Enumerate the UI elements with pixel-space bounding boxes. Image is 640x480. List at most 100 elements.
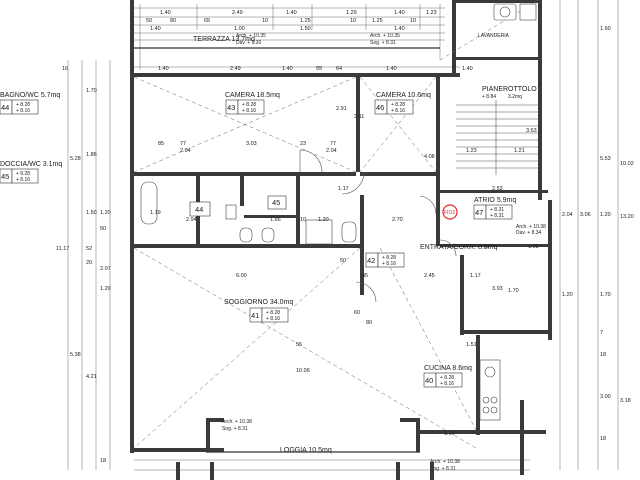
dim-inner-34: 1.17	[338, 186, 349, 192]
dim-right-9: 3.00	[600, 394, 611, 400]
dim-inner-21: 2.45	[424, 273, 435, 279]
dim-top-r4-1: 1.40	[158, 66, 169, 72]
atrio-quota-a: + 8.31	[490, 207, 504, 213]
dim-top-r2-4: 10	[262, 18, 268, 24]
dim-top-r2-6: 10	[350, 18, 356, 24]
dim-inner-24: 60	[354, 310, 360, 316]
dim-top-5: 1.40	[394, 10, 405, 16]
bath-44-number: 44	[195, 205, 203, 214]
dim-inner-3: 3.03	[246, 141, 257, 147]
room-label-camera-1: CAMERA 18.5mq	[225, 92, 280, 99]
dim-top-1: 1.40	[160, 10, 171, 16]
dim-inner-11: 2.94	[186, 217, 197, 223]
dim-left-8: 4.21	[86, 374, 97, 380]
dim-top-r2-8: 10	[410, 18, 416, 24]
dim-right-13: 7	[600, 330, 603, 336]
dim-inner-16: 57	[484, 244, 490, 250]
dim-inner-8: 1.21	[514, 148, 525, 154]
dim-left-10: 52	[86, 246, 92, 252]
atrio-number: 47	[475, 208, 483, 217]
dim-left-1: 1.70	[86, 88, 97, 94]
dim-inner-33: 4.08	[424, 154, 435, 160]
dim-inner-2: 2.04	[180, 148, 191, 154]
dim-inner-17: 1.08	[528, 244, 539, 250]
dim-top-r4-6: 1.40	[386, 66, 397, 72]
dim-left-12: 1.20	[100, 286, 111, 292]
dim-inner-12: 1.66	[270, 217, 281, 223]
laundry-fixtures	[493, 3, 537, 21]
dim-right-1: 10.02	[620, 161, 634, 167]
dim-top-r2-5: 1.25	[300, 18, 311, 24]
dim-top-3: 1.40	[286, 10, 297, 16]
bagno-quota-a: + 8.28	[16, 102, 30, 108]
dav-top-label: Dav. + 9.20	[236, 40, 262, 46]
dim-inner-23: 1.70	[508, 288, 519, 294]
room-label-atrio: ATRIO 5.9mq	[474, 197, 516, 204]
door-swings	[299, 149, 457, 303]
soggiorno-number: 41	[251, 311, 259, 320]
room-label-doccia: DOCCIA/WC 3.1mq	[0, 161, 62, 168]
dim-top-r2-3: 65	[204, 18, 210, 24]
camera-2-quota-b: + 8.16	[391, 108, 405, 114]
dim-top-r3-4: 1.40	[394, 26, 405, 32]
dim-top-6: 1.23	[426, 10, 437, 16]
room-label-soggiorno: SOGGIORNO 34.0mq	[224, 299, 293, 306]
dim-inner-25: 80	[366, 320, 372, 326]
dim-inner-20: 45	[362, 273, 368, 279]
sog-loggia-label: Sog. + 8.31	[430, 466, 456, 472]
camera-1-quota-b: + 8.16	[242, 108, 256, 114]
dim-inner-31: 2.91	[336, 106, 347, 112]
dim-left-3: 1.86	[86, 152, 97, 158]
doccia-quota-b: + 8.16	[16, 177, 30, 183]
arch-top2-label: Arch. + 10.35	[370, 33, 400, 39]
dim-inner-5: 77	[330, 141, 336, 147]
sog-bottom-label: Sog. + 8.31	[222, 426, 248, 432]
bath-45-box	[267, 195, 287, 210]
pianerottolo-quota: + 8.84	[482, 94, 496, 100]
red-marker-label: FIO2	[444, 210, 455, 216]
loggia-structure	[134, 451, 530, 480]
soggiorno-quota-b: + 8.16	[266, 316, 280, 322]
dim-inner-0: 85	[158, 141, 164, 147]
room-label-bagno: BAGNO/WC 5.7mq	[0, 92, 60, 99]
right-dimensions: 1.60 10.02 5.53 13.20 3.06 1.20 2.04 1.7…	[559, 0, 634, 470]
arch-atrio-label: Arch. + 10.38	[516, 224, 546, 230]
entrata-quota-b: + 8.16	[382, 261, 396, 267]
camera-1-number: 43	[227, 103, 235, 112]
cucina-quota-b: + 8.16	[440, 381, 454, 387]
sog-top2-label: Sog. + 8.31	[370, 40, 396, 46]
dim-inner-9: 2.53	[492, 186, 503, 192]
dim-inner-35: 3.63	[526, 128, 537, 134]
dim-right-5: 1.20	[600, 212, 611, 218]
dim-inner-4: 23	[300, 141, 306, 147]
dim-left-7: 5.38	[70, 352, 81, 358]
room-camera-2: CAMERA 10.6mq 46 + 8.28 + 8.16	[374, 92, 431, 115]
kitchen-fixtures	[479, 359, 501, 421]
dim-top-r4-7: 1.40	[462, 66, 473, 72]
room-label-lavanderia: LAVANDERIA	[478, 33, 510, 39]
doccia-number: 45	[1, 172, 9, 181]
dim-left-5: 1.50	[86, 210, 97, 216]
dim-inner-13: 10	[300, 217, 306, 223]
dim-right-11: 18	[600, 352, 606, 358]
room-camera-1: CAMERA 18.5mq 43 + 8.28 + 8.16	[225, 92, 280, 115]
dim-inner-27: 10.06	[296, 368, 310, 374]
dim-inner-14: 1.20	[318, 217, 329, 223]
dim-inner-28: 1.51	[466, 342, 477, 348]
room-label-pianerottolo: PIANEROTTOLO	[482, 86, 537, 93]
entrata-quota-a: + 8.28	[382, 255, 396, 261]
room-soggiorno: SOGGIORNO 34.0mq 41 + 8.28 + 8.16	[224, 299, 293, 323]
dim-left-9: 50	[100, 226, 106, 232]
arch-loggia-label: Arch. + 10.38	[430, 459, 460, 465]
dim-right-12: 18	[600, 436, 606, 442]
arch-top-label: Arch. + 10.35	[236, 33, 266, 39]
room-label-loggia: LOGGIA 10.5mq	[280, 447, 332, 454]
dim-inner-32: 3.11	[354, 114, 364, 120]
room-cucina: CUCINA 8.6mq 40 + 8.28 + 8.16	[423, 365, 472, 388]
dim-top-r3-3: 1.50	[300, 26, 311, 32]
bagno-quota-box	[11, 99, 39, 115]
dim-inner-29: 1.00	[444, 431, 455, 437]
dim-right-6: 2.04	[562, 212, 573, 218]
dim-top-r4-2: 2.49	[230, 66, 241, 72]
bathroom-fixtures	[140, 181, 357, 245]
